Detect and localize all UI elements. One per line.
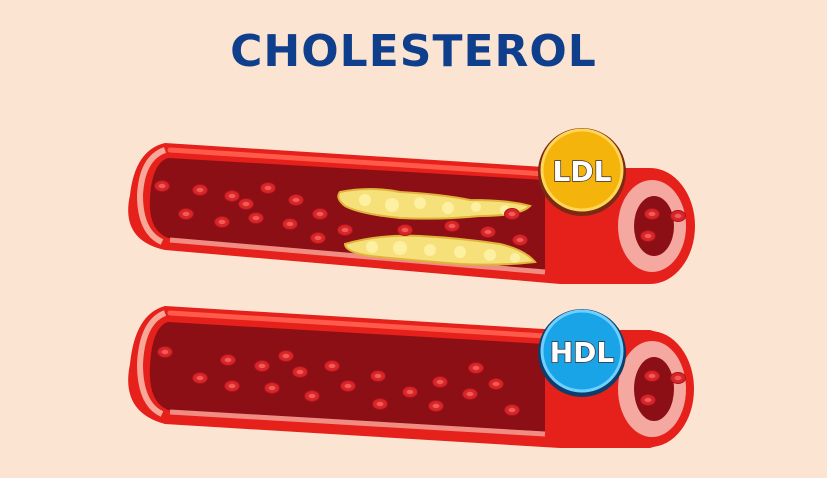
hdl-artery-lumen <box>149 322 545 432</box>
ldl-badge: LDL <box>538 128 626 216</box>
diagram-title: CHOLESTEROL <box>230 26 597 77</box>
hdl-badge: HDL <box>538 309 626 397</box>
hdl-label: HDL <box>550 336 615 369</box>
ldl-label: LDL <box>553 155 612 188</box>
